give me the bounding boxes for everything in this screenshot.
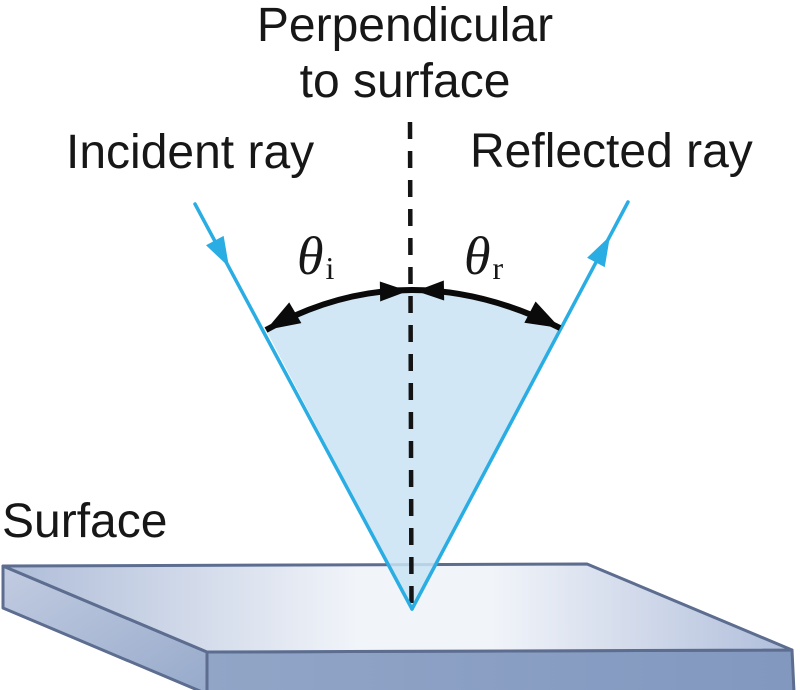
mirror-slab [1, 562, 796, 690]
arc-arrowhead-right-icon [524, 301, 560, 328]
reflected-ray-arrowhead-icon [587, 236, 610, 268]
reflected-ray-line [410, 200, 630, 611]
angle-arc-group [264, 280, 562, 333]
reflected-ray-label: Reflected ray [470, 125, 753, 178]
incident-ray-label: Incident ray [66, 126, 315, 179]
arc-arrowhead-center-left-icon [379, 281, 408, 302]
normal-label: Perpendicular to surface [235, 0, 575, 110]
arc-arrowhead-center-right-icon [416, 280, 445, 301]
arc-arrowhead-left-icon [266, 302, 302, 330]
normal-label-line1: Perpendicular [256, 0, 554, 52]
surface-label: Surface [2, 495, 168, 548]
incident-ray [193, 202, 414, 611]
incident-ray-arrowhead-icon [206, 235, 229, 267]
angle-arc [264, 287, 562, 333]
theta-i-symbol: θ [297, 226, 324, 286]
angle-of-incidence-label: θi [297, 229, 334, 284]
theta-r-subscript: r [492, 250, 504, 286]
normal-line [407, 121, 414, 609]
reflected-ray [410, 200, 630, 611]
theta-r-symbol: θ [464, 226, 491, 286]
incident-ray-line [193, 202, 414, 611]
theta-i-subscript: i [325, 250, 335, 286]
angle-of-reflection-label: θr [464, 229, 503, 284]
normal-label-line2: to surface [299, 55, 511, 108]
slab-front-face [205, 648, 796, 690]
